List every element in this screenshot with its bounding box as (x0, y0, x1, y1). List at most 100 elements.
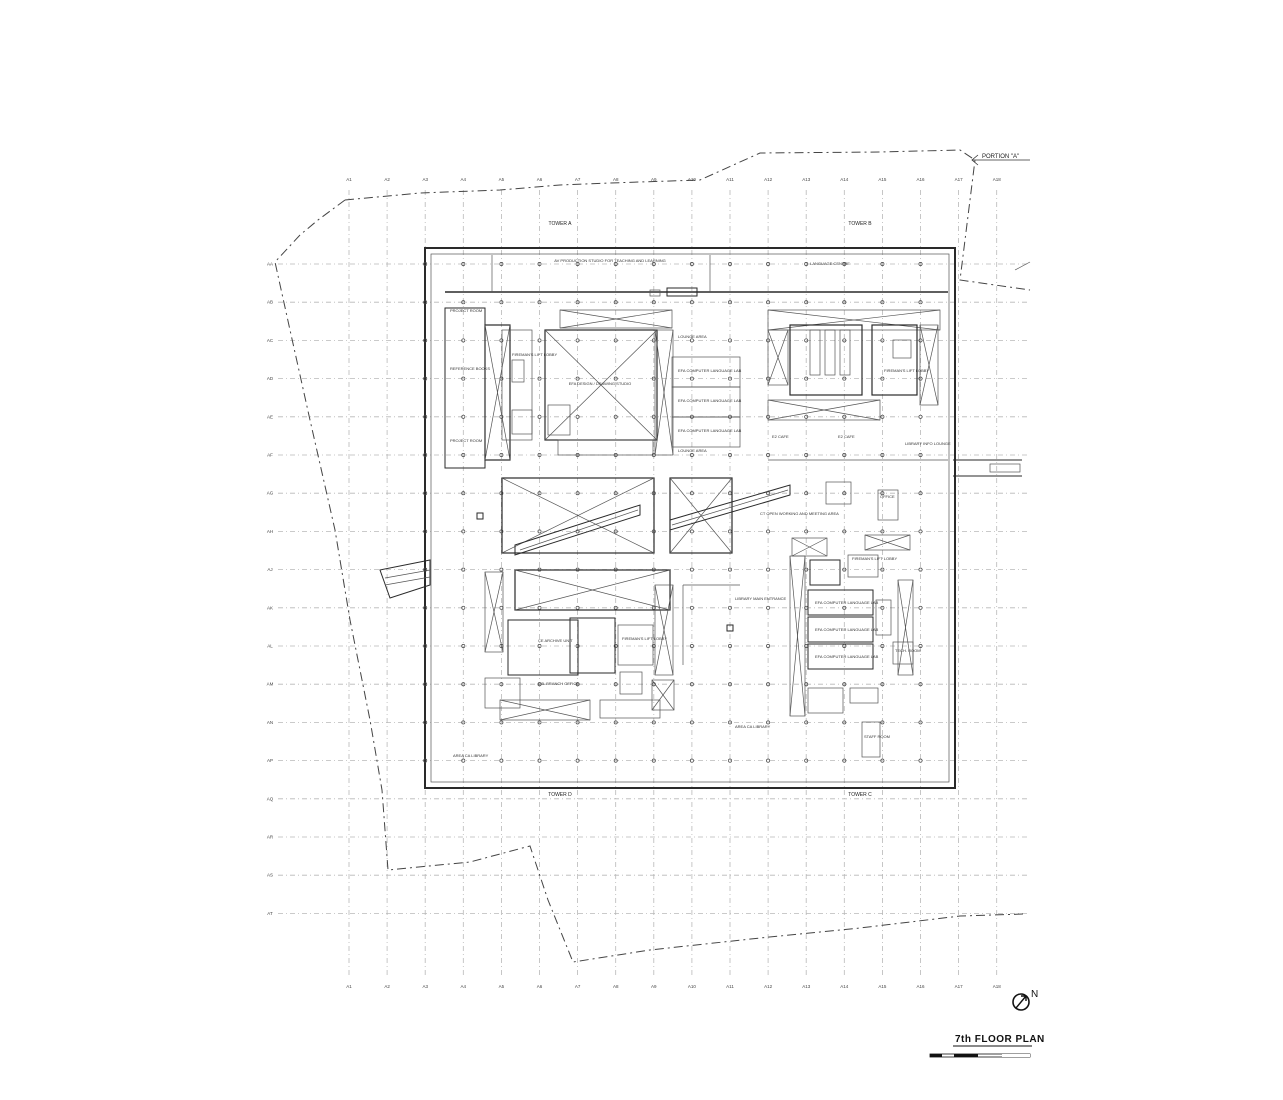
column-marker (613, 376, 618, 381)
column-marker (651, 758, 656, 763)
tower-c-label: TOWER C (848, 792, 872, 798)
column-marker (880, 644, 885, 648)
column-marker (728, 300, 732, 305)
grid-col-label: A6 (537, 177, 543, 182)
column-marker (423, 529, 428, 534)
grid-row-label: AP (267, 758, 273, 763)
portion-a-marker: PORTION "A" (971, 154, 1030, 166)
column-marker (918, 491, 923, 496)
room-lab-a3: EFA COMPUTER LANGUAGE LAB (678, 428, 742, 433)
column-marker (499, 262, 504, 266)
grid-col-label: A11 (726, 984, 734, 989)
column-marker (842, 262, 847, 266)
column-marker (537, 376, 542, 381)
column-marker (689, 567, 694, 572)
column-marker (918, 644, 923, 648)
column-marker (689, 644, 694, 648)
column-marker (613, 491, 618, 496)
column-marker (461, 414, 466, 419)
column-marker (880, 262, 885, 266)
column-marker (766, 720, 771, 725)
room-cafe-2: E2 CAFE (838, 434, 855, 439)
grid-col-label: A10 (688, 984, 697, 989)
column-marker (880, 453, 885, 457)
column-marker (575, 491, 580, 496)
column-marker (918, 529, 923, 534)
column-marker (575, 300, 580, 305)
column-marker (689, 300, 694, 305)
column-marker (728, 453, 732, 457)
column-marker (651, 376, 656, 381)
column-marker (689, 529, 694, 534)
column-marker (613, 453, 618, 457)
grid-row-label: AH (267, 529, 273, 534)
grid-col-label: A5 (499, 984, 505, 989)
column-marker (842, 605, 847, 610)
grid-row-label: AD (267, 376, 274, 381)
grid-row-label: AE (267, 414, 273, 419)
column-marker (575, 567, 580, 572)
grid-col-label: A4 (461, 177, 467, 182)
plan-title: 7th FLOOR PLAN (955, 1034, 1045, 1045)
column-marker (537, 300, 542, 305)
column-marker (842, 414, 847, 419)
column-marker (880, 338, 885, 343)
room-lab-c2: EFA COMPUTER LANGUAGE LAB (815, 627, 879, 632)
column-marker (804, 758, 809, 763)
grid-col-label: A16 (916, 177, 925, 182)
column-marker (423, 300, 428, 305)
room-staff: STAFF ROOM (864, 734, 890, 739)
column-marker (728, 262, 732, 266)
column-marker (575, 529, 580, 534)
grid-col-label: A18 (993, 177, 1002, 182)
room-office: OFFICE (880, 494, 895, 499)
column-marker (880, 300, 885, 305)
grid-col-label: A16 (916, 984, 925, 989)
grid-row-label: AG (267, 491, 274, 496)
column-marker (766, 529, 771, 534)
room-lift-lobby-b: FIREMAN'S LIFT LOBBY (884, 368, 929, 373)
column-marker (689, 453, 694, 457)
column-marker (766, 567, 771, 572)
portion-label: PORTION "A" (982, 154, 1019, 160)
column-marker (575, 453, 580, 457)
column-marker (766, 758, 771, 763)
column-marker (461, 262, 466, 266)
column-marker (689, 338, 694, 343)
column-marker (651, 262, 656, 266)
column-marker (651, 453, 656, 457)
grid-col-label: A3 (422, 984, 428, 989)
column-marker (842, 491, 847, 496)
column-marker (842, 453, 847, 457)
grid-col-label: A1 (346, 984, 352, 989)
column-marker (499, 300, 504, 305)
grid-col-label: A11 (726, 177, 734, 182)
column-marker (613, 529, 618, 534)
column-marker (918, 605, 923, 610)
column-marker (842, 376, 847, 381)
room-lift-lobby-d: FIREMAN'S LIFT LOBBY (622, 636, 667, 641)
grid-col-label: A18 (993, 984, 1002, 989)
column-marker (689, 720, 694, 725)
grid-col-label: A3 (422, 177, 428, 182)
north-label: N (1031, 989, 1038, 1000)
grid-row-label: AQ (267, 796, 274, 801)
column-marker (728, 414, 732, 419)
column-marker (880, 605, 885, 610)
column-marker (918, 682, 923, 687)
room-lounge-bottom: LOUNGE AREA (678, 448, 707, 453)
column-marker (537, 720, 542, 725)
column-marker (880, 720, 885, 725)
grid-row-label: AC (267, 338, 274, 343)
column-marker (766, 414, 771, 419)
room-language-centre: LANGUAGE CENTRE (810, 261, 850, 266)
column-marker (766, 300, 771, 305)
column-marker (613, 414, 618, 419)
room-lounge-top: LOUNGE AREA (678, 334, 707, 339)
room-av-studio: AV PRODUCTION STUDIO FOR TEACHING AND LE… (554, 258, 665, 263)
column-marker (499, 605, 504, 610)
column-marker (651, 720, 656, 725)
grid-col-label: A17 (955, 177, 964, 182)
column-marker (804, 605, 809, 610)
column-marker (613, 644, 618, 648)
